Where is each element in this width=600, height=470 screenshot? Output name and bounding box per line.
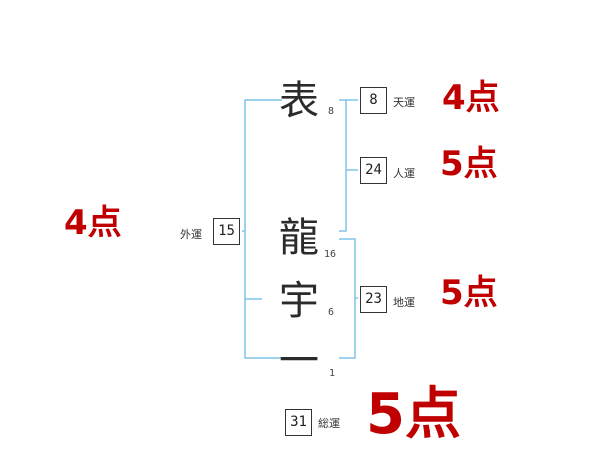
given-char-1: 龍	[279, 215, 319, 261]
gai-un-value-box: 15	[213, 218, 240, 245]
surname-char-1-strokes: 8	[328, 106, 335, 117]
given-char-3: 一	[279, 338, 319, 384]
chi-un-score: 5点	[440, 273, 498, 313]
jin-un-label: 人運	[393, 167, 415, 180]
ten-un-score: 4点	[442, 78, 500, 118]
sou-un-label: 総運	[318, 417, 340, 430]
chi-un-label: 地運	[393, 296, 415, 309]
gai-un-label: 外運	[180, 228, 202, 241]
given-char-2-strokes: 6	[328, 307, 335, 318]
sou-un-score: 5点	[366, 382, 461, 447]
jin-un-score: 5点	[440, 144, 498, 184]
sou-un-value-box: 31	[285, 409, 312, 436]
outer-bracket	[244, 99, 282, 359]
given-char-1-strokes: 16	[324, 249, 337, 260]
ten-un-label: 天運	[393, 96, 415, 109]
chi-un-value-box: 23	[360, 286, 387, 313]
given-char-3-strokes: 1	[329, 368, 336, 379]
ten-un-value-box: 8	[360, 87, 387, 114]
gai-un-score: 4点	[64, 203, 122, 243]
jin-un-value-box: 24	[360, 157, 387, 184]
upper-right-bracket	[339, 99, 347, 232]
given-char-2: 宇	[279, 278, 319, 324]
lower-right-bracket	[339, 238, 356, 359]
surname-char-1: 表	[279, 78, 319, 124]
